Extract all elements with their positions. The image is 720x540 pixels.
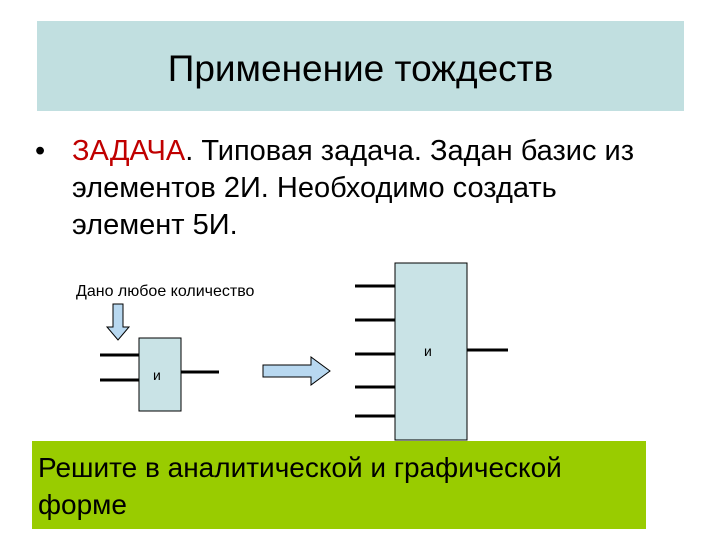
answer-box: Решите в аналитической и графической фор… [32,441,646,529]
task-text: ЗАДАЧА. Типовая задача. Задан базис из э… [72,133,675,244]
given-label: Дано любое количество [76,283,255,300]
answer-text: Решите в аналитической и графической фор… [38,452,562,520]
big-gate-label: и [424,343,432,359]
task-keyword: ЗАДАЧА [72,135,186,167]
slide-title: Применение тождеств [167,48,554,89]
title-banner: Применение тождеств [37,21,684,111]
small-gate-label: и [153,367,161,383]
small-gate-box [138,337,182,412]
bullet-dot-icon: • [35,135,46,167]
task-bullet: • ЗАДАЧА. Типовая задача. Задан базис из… [35,133,675,244]
pointer-down-arrow-icon [105,303,131,341]
transform-arrow-icon [262,356,331,386]
task-description: . Типовая задача. Задан базис из элемент… [72,135,635,241]
big-gate-box [394,262,468,441]
